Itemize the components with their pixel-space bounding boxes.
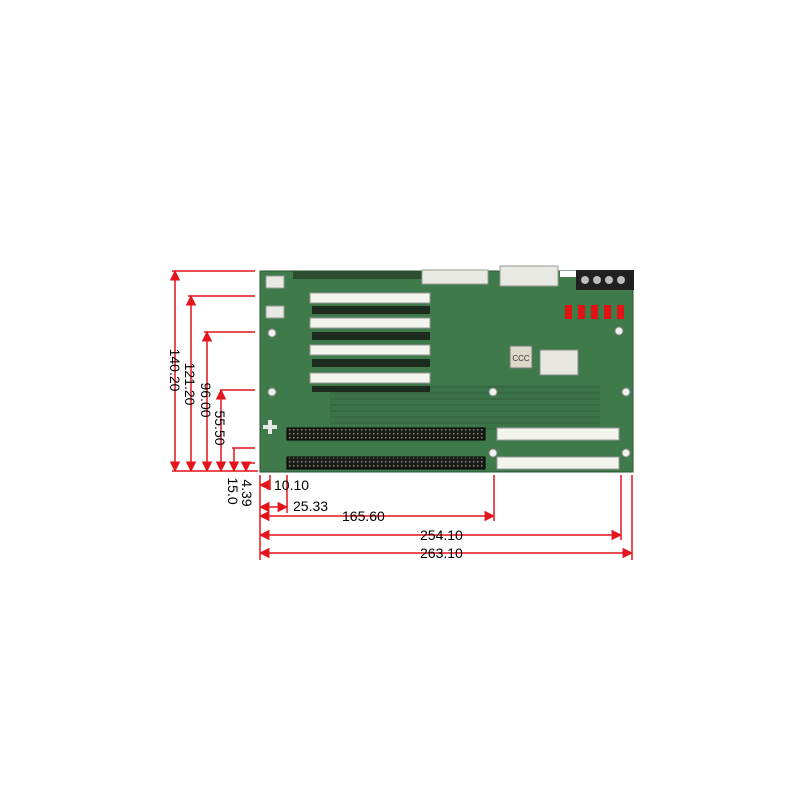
capacitor-rows [312, 306, 430, 392]
dim-10-10: 10.10 [274, 477, 309, 493]
terminal-screws [581, 276, 625, 284]
dim-165-60: 165.60 [342, 508, 385, 524]
dim-263-10: 263.10 [420, 545, 463, 561]
dim-15-0: 15.0 [225, 477, 241, 504]
small-header-connector [265, 305, 285, 319]
dim-254-10: 254.10 [420, 527, 463, 543]
top-edge-strip [293, 271, 423, 279]
small-header-connector [265, 275, 285, 289]
pci-slots-upper [309, 292, 431, 384]
dimension-lines [169, 269, 634, 560]
isa-slots [286, 427, 486, 470]
label-sticker [539, 349, 579, 376]
backplane-board: CCC [259, 265, 634, 473]
vertical-dimension-labels: 140.20 121.20 96.00 55.50 15.0 4.39 [167, 349, 255, 507]
dim-55-50: 55.50 [212, 410, 228, 445]
dim-140-20: 140.20 [167, 349, 183, 392]
dim-4-39: 4.39 [239, 479, 255, 506]
pci-slots-lower [496, 427, 620, 470]
chip-label: CCC [512, 354, 530, 363]
horizontal-dimension-labels: 10.10 25.33 165.60 254.10 263.10 [274, 477, 463, 561]
trace-bus-area [330, 385, 600, 430]
dim-121-20: 121.20 [182, 363, 198, 406]
dim-96-00: 96.00 [198, 382, 214, 417]
dim-25-33: 25.33 [293, 498, 328, 514]
status-leds [565, 305, 624, 319]
ground-mark-icon [263, 420, 277, 434]
mounting-holes [267, 326, 631, 458]
chip [509, 345, 533, 369]
power-connector [499, 265, 559, 287]
power-connector [421, 269, 489, 285]
